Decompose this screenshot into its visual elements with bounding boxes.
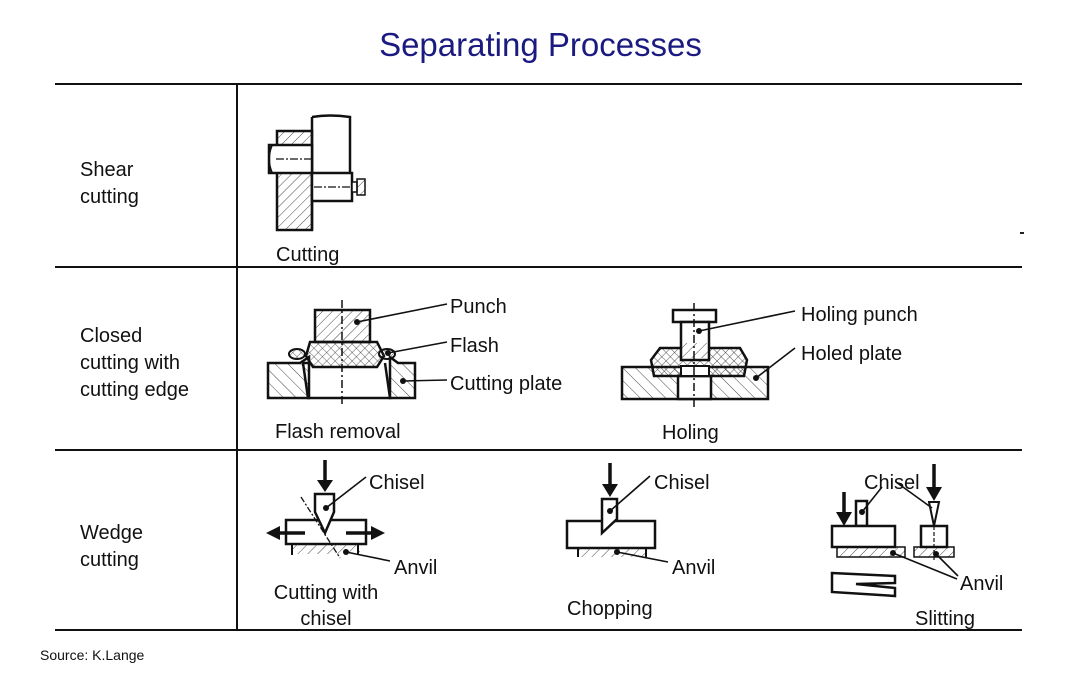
label-cutting-plate: Cutting plate: [450, 373, 562, 395]
figure-chopping: Chisel Anvil Chopping: [565, 463, 715, 620]
force-arrow-icon: [926, 487, 942, 501]
chisel: [927, 501, 941, 527]
slit-part: [830, 571, 897, 598]
label-chisel: Chisel: [369, 472, 425, 494]
holed-part: [649, 346, 749, 378]
cutting-plate: [301, 361, 392, 400]
page-title: Separating Processes: [379, 26, 702, 63]
source-note: Source: K.Lange: [40, 647, 145, 663]
force-arrow-icon: [317, 480, 333, 492]
figure-flash-removal: Punch Flash Cutting plate Flash removal: [266, 296, 562, 443]
row-label-line: cutting: [80, 549, 139, 571]
figure-cutting-with-chisel: Chisel Anvil Cutting with chisel: [266, 460, 437, 630]
row-label-wedge-cutting: Wedge cutting: [80, 520, 143, 574]
figure-caption: Flash removal: [275, 421, 401, 443]
label-flash: Flash: [450, 335, 499, 357]
figure-holing: Holing punch Holed plate Holing: [620, 303, 918, 444]
arrow-left-icon: [266, 526, 280, 540]
row-label-line: cutting: [80, 186, 139, 208]
label-punch: Punch: [450, 296, 507, 318]
anvil: [836, 546, 906, 558]
row-label-line: Shear: [80, 159, 134, 181]
label-anvil: Anvil: [672, 557, 715, 579]
row-divider-2: [55, 449, 1022, 451]
figure-caption: Chopping: [567, 598, 653, 620]
chisel: [313, 492, 336, 537]
anvil: [578, 548, 646, 557]
forged-part: [304, 340, 386, 369]
column-divider: [236, 84, 238, 631]
label-holing-punch: Holing punch: [801, 304, 918, 326]
row-label-line: Closed: [80, 325, 143, 347]
stray-mark: [1020, 232, 1024, 234]
row-label-line: Wedge: [80, 522, 144, 544]
force-arrow-icon: [836, 512, 852, 526]
label-holed-plate: Holed plate: [801, 343, 902, 365]
workpiece: [830, 524, 897, 549]
row-divider-1: [55, 266, 1022, 268]
label-anvil: Anvil: [394, 557, 437, 579]
stop: [356, 178, 366, 196]
anvil: [292, 544, 360, 554]
row-label-line: cutting with: [80, 352, 181, 374]
table-bottom-rule: [55, 629, 1022, 631]
figure-shear-cutting: Cutting: [267, 114, 366, 266]
table-top-rule: [55, 83, 1022, 85]
label-chisel: Chisel: [864, 472, 920, 494]
force-arrow-icon: [602, 484, 618, 497]
row-label-line: cutting edge: [80, 379, 189, 401]
row-label-shear-cutting: Shear cutting: [80, 157, 139, 211]
figure-caption: Holing: [662, 422, 719, 444]
figure-caption: Slitting: [915, 608, 975, 630]
flash: [288, 348, 306, 360]
arrow-right-icon: [371, 526, 385, 540]
figure-caption: Cutting with: [274, 582, 379, 604]
figure-caption: Cutting: [276, 244, 339, 266]
label-chisel: Chisel: [654, 472, 710, 494]
figure-caption: chisel: [300, 608, 351, 630]
label-anvil: Anvil: [960, 573, 1003, 595]
figure-slitting: Chisel Anvil Slitting: [830, 464, 1003, 630]
row-label-closed-cutting: Closed cutting with cutting edge: [80, 323, 189, 404]
